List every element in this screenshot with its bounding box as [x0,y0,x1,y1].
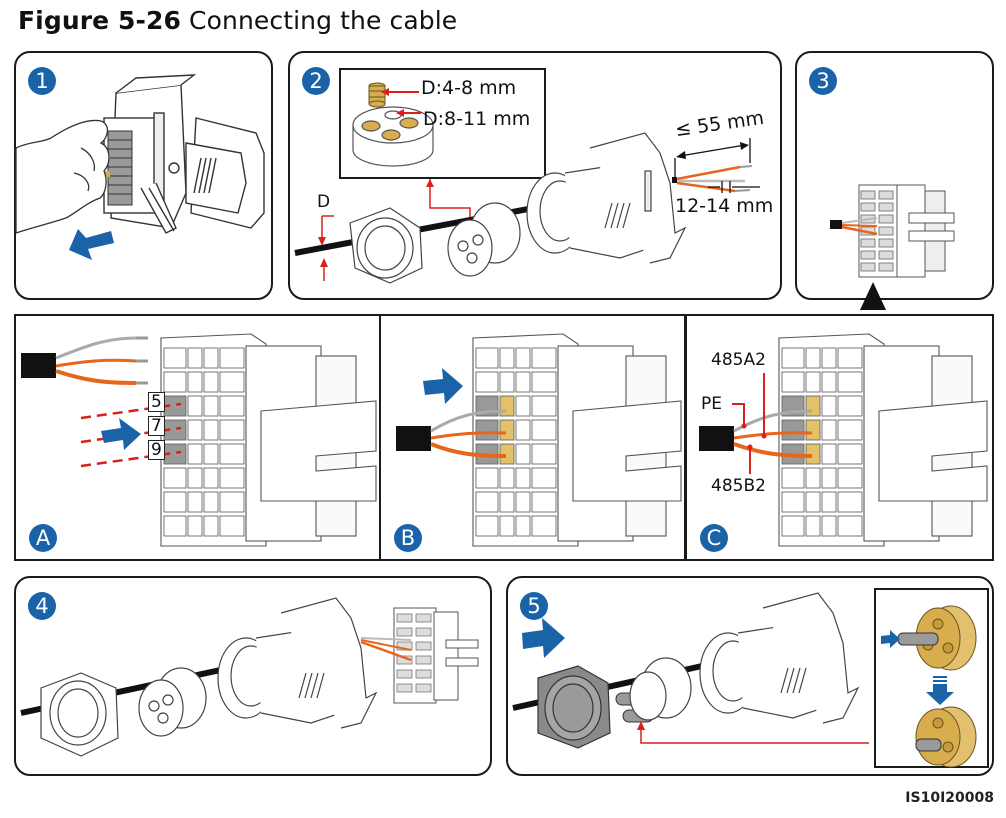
lock-nut-icon [40,672,119,757]
hand-icon [15,119,110,234]
arrow-right-icon [423,368,463,404]
seal-icon [629,657,692,721]
substep-c-badge: C [700,524,728,552]
substep-a-badge: A [29,524,57,552]
step-1-badge: 1 [28,67,56,95]
step-5-badge: 5 [520,592,548,620]
step-4-badge: 4 [28,592,56,620]
figure-number: Figure 5-26 [18,6,181,35]
substep-a-illustration [21,333,377,547]
terminal-number-5: 5 [148,392,165,412]
dimension-marks [674,138,760,193]
connector-icon [103,74,265,234]
connector-housing-icon [217,597,378,729]
terminal-number-9: 9 [148,440,165,460]
terminal-block-icon [778,333,988,547]
lock-nut-icon [349,207,423,284]
substep-b-badge: B [394,524,422,552]
step-2-badge: 2 [302,67,330,95]
cable-end [830,220,842,229]
seal-icon [447,202,521,277]
seal-ring-icon [352,106,434,167]
large-seal-diameter-label: D:8-11 mm [423,108,531,130]
cable-end [21,353,56,378]
step-3-panel: 3 [795,51,994,300]
step-1-panel: 1 [14,51,273,300]
substep-a-panel: A [14,314,380,561]
arrow-left-icon [69,229,114,260]
figure-caption: Connecting the cable [189,6,458,35]
arrow-right-icon [522,618,565,658]
lock-nut-icon [537,665,611,749]
terminal-slots [396,613,432,693]
cable-end [396,426,431,451]
insulation-strip-label: 12-14 mm [675,195,774,217]
figure-id-code: IS10I20008 [905,790,994,806]
step-5-illustration [512,592,869,749]
terminal-slot-grid [781,347,863,537]
seal-plug-icon [897,632,939,646]
arrow-down-icon [926,676,954,705]
seal-plug-inserted-icon [915,738,942,752]
substep-c-illustration [699,333,988,547]
seal-icon [138,667,207,737]
cable-end [699,426,734,451]
small-seal-diameter-label: D:4-8 mm [421,77,517,99]
inserted-wires [430,409,507,458]
terminal-number-7: 7 [148,416,165,436]
wire-label-leaders [732,373,767,474]
step-4-illustration [20,597,479,757]
step-5-panel: 5 [506,576,994,776]
seal-size-inset: D:4-8 mm D:8-11 mm [339,68,546,179]
connector-housing-icon [526,132,687,264]
figure-title: Figure 5-26 Connecting the cable [18,6,457,35]
callout-arrows [381,88,421,117]
arrow-right-icon [881,630,900,648]
terminal-block-icon [104,130,133,206]
substep-c-panel: C [685,314,994,561]
step-4-panel: 4 [14,576,492,776]
diameter-marker [318,215,334,281]
wire-label-pe: PE [701,394,722,414]
terminal-slot-grid [475,347,557,537]
stripped-wires [672,165,753,193]
arrow-right-icon [101,418,141,450]
step-1-illustration [15,74,265,260]
wire-label-485b2: 485B2 [711,476,766,496]
small-seal-plug-icon [368,82,386,108]
seal-inset-illustration [352,82,434,167]
step-3-illustration [830,184,955,278]
connector-housing-icon [699,592,860,724]
seal-plug-inset [874,588,989,768]
cable-diameter-label: D [317,192,331,212]
wire-label-485a2: 485A2 [711,350,766,370]
seal-plug-inset-illustration [881,605,977,768]
substep-b-illustration [396,333,682,547]
step-2-illustration [294,132,760,284]
step-2-panel: 2 D:4-8 mm [288,51,782,300]
cable [294,200,561,256]
step-3-badge: 3 [809,67,837,95]
substep-b-panel: B [379,314,686,561]
stripped-wires [55,336,148,385]
terminal-slot-grid [163,347,245,537]
seal-after-icon [915,706,977,768]
